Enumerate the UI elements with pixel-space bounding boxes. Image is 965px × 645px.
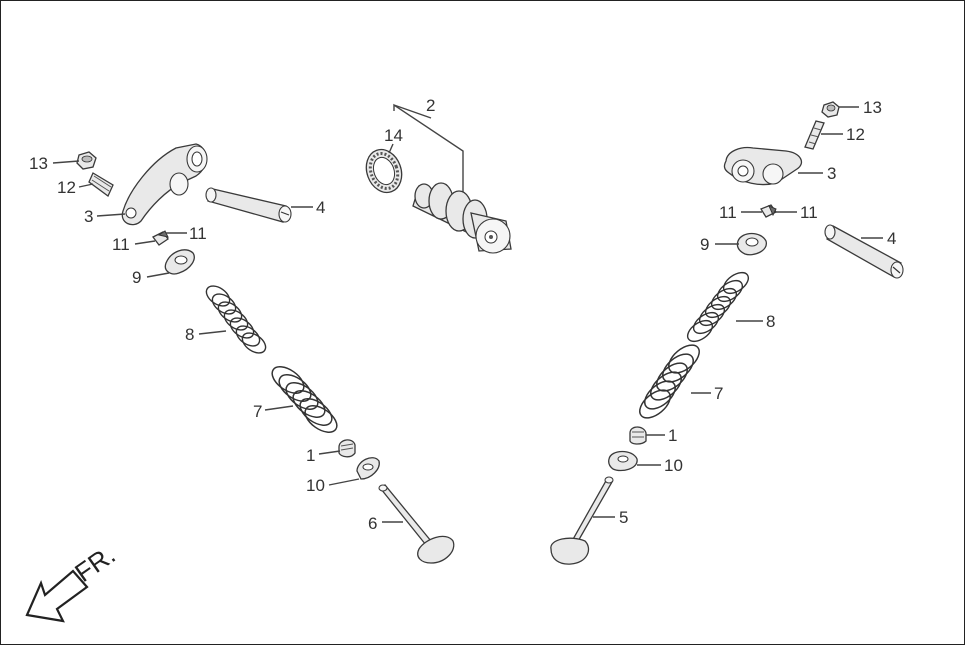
- callout-1-left: 1: [306, 446, 315, 465]
- camshaft-body: [412, 182, 512, 254]
- left-valve-train: [52, 143, 455, 564]
- callout-7-left: 7: [253, 402, 262, 421]
- retainer-9-right: [736, 232, 767, 256]
- spring-7-right: [639, 344, 700, 419]
- rocker-arm-3-right: [723, 146, 803, 186]
- spring-8-right: [686, 271, 750, 343]
- leader-9-left: [146, 272, 170, 278]
- callout-9-right: 9: [700, 235, 709, 254]
- callout-11-right-a: 11: [719, 203, 737, 222]
- callout-5: 5: [619, 508, 628, 527]
- valve-6: [378, 484, 455, 564]
- callout-9-left: 9: [132, 268, 141, 287]
- callout-13-right: 13: [863, 98, 882, 117]
- camshaft-assembly: [365, 103, 512, 254]
- leader-13-left: [52, 160, 80, 164]
- callout-10-left: 10: [306, 476, 325, 495]
- callout-11-right-b: 11: [800, 203, 818, 222]
- cotter-11-right: [760, 204, 777, 218]
- screw-12-right: [804, 120, 825, 150]
- leader-8-left: [198, 330, 227, 335]
- callout-14: 14: [384, 126, 403, 145]
- rocker-shaft-4-right: [824, 224, 904, 279]
- callout-3-left: 3: [84, 207, 93, 226]
- callout-10-right: 10: [664, 456, 683, 475]
- callout-11-left-a: 11: [112, 235, 130, 254]
- right-valve-train: [550, 101, 904, 565]
- spring-8-left: [205, 285, 267, 354]
- callout-12-right: 12: [846, 125, 865, 144]
- rocker-arm-3-left: [121, 143, 208, 226]
- callout-4-right: 4: [887, 229, 896, 248]
- leader-12-left: [78, 183, 94, 188]
- callout-8-left: 8: [185, 325, 194, 344]
- nut-13-left: [76, 151, 97, 170]
- callout-11-left-b: 11: [189, 224, 207, 243]
- retainer-9-left: [164, 249, 195, 275]
- front-direction-indicator: FR.: [25, 539, 121, 623]
- callout-8-right: 8: [766, 312, 775, 331]
- spring-seat-10-right: [607, 450, 638, 472]
- leader-7-left: [264, 405, 294, 411]
- valve-5: [550, 476, 614, 565]
- leader-2-bracket: [393, 103, 464, 206]
- leader-2: [393, 104, 432, 119]
- stem-seal-1-left: [338, 439, 356, 458]
- leader-14: [388, 143, 394, 154]
- spring-seat-10-left: [356, 457, 380, 480]
- bearing-14: [365, 148, 403, 194]
- callout-1-right: 1: [668, 426, 677, 445]
- callout-3-right: 3: [827, 164, 836, 183]
- callout-13-left: 13: [29, 154, 48, 173]
- front-arrow-icon: [25, 569, 89, 623]
- callout-7-right: 7: [714, 384, 723, 403]
- leader-1-left: [318, 450, 341, 455]
- stem-seal-1-right: [629, 426, 647, 445]
- callout-12-left: 12: [57, 178, 76, 197]
- nut-13-right: [821, 101, 840, 118]
- screw-12-left: [88, 172, 114, 197]
- rocker-shaft-4-left: [205, 187, 292, 223]
- spring-7-left: [271, 366, 338, 433]
- callout-4-left: 4: [316, 198, 325, 217]
- callout-6: 6: [368, 514, 377, 533]
- cotter-11-left: [152, 230, 169, 246]
- callout-labels: 2 14 13 12 3 4 11 11 9 8 7 1 10 6 13 12 …: [29, 96, 896, 533]
- callout-2: 2: [426, 96, 435, 115]
- leader-3-left: [96, 213, 126, 217]
- leader-11-left-a: [134, 240, 156, 245]
- leader-10-left: [328, 478, 360, 486]
